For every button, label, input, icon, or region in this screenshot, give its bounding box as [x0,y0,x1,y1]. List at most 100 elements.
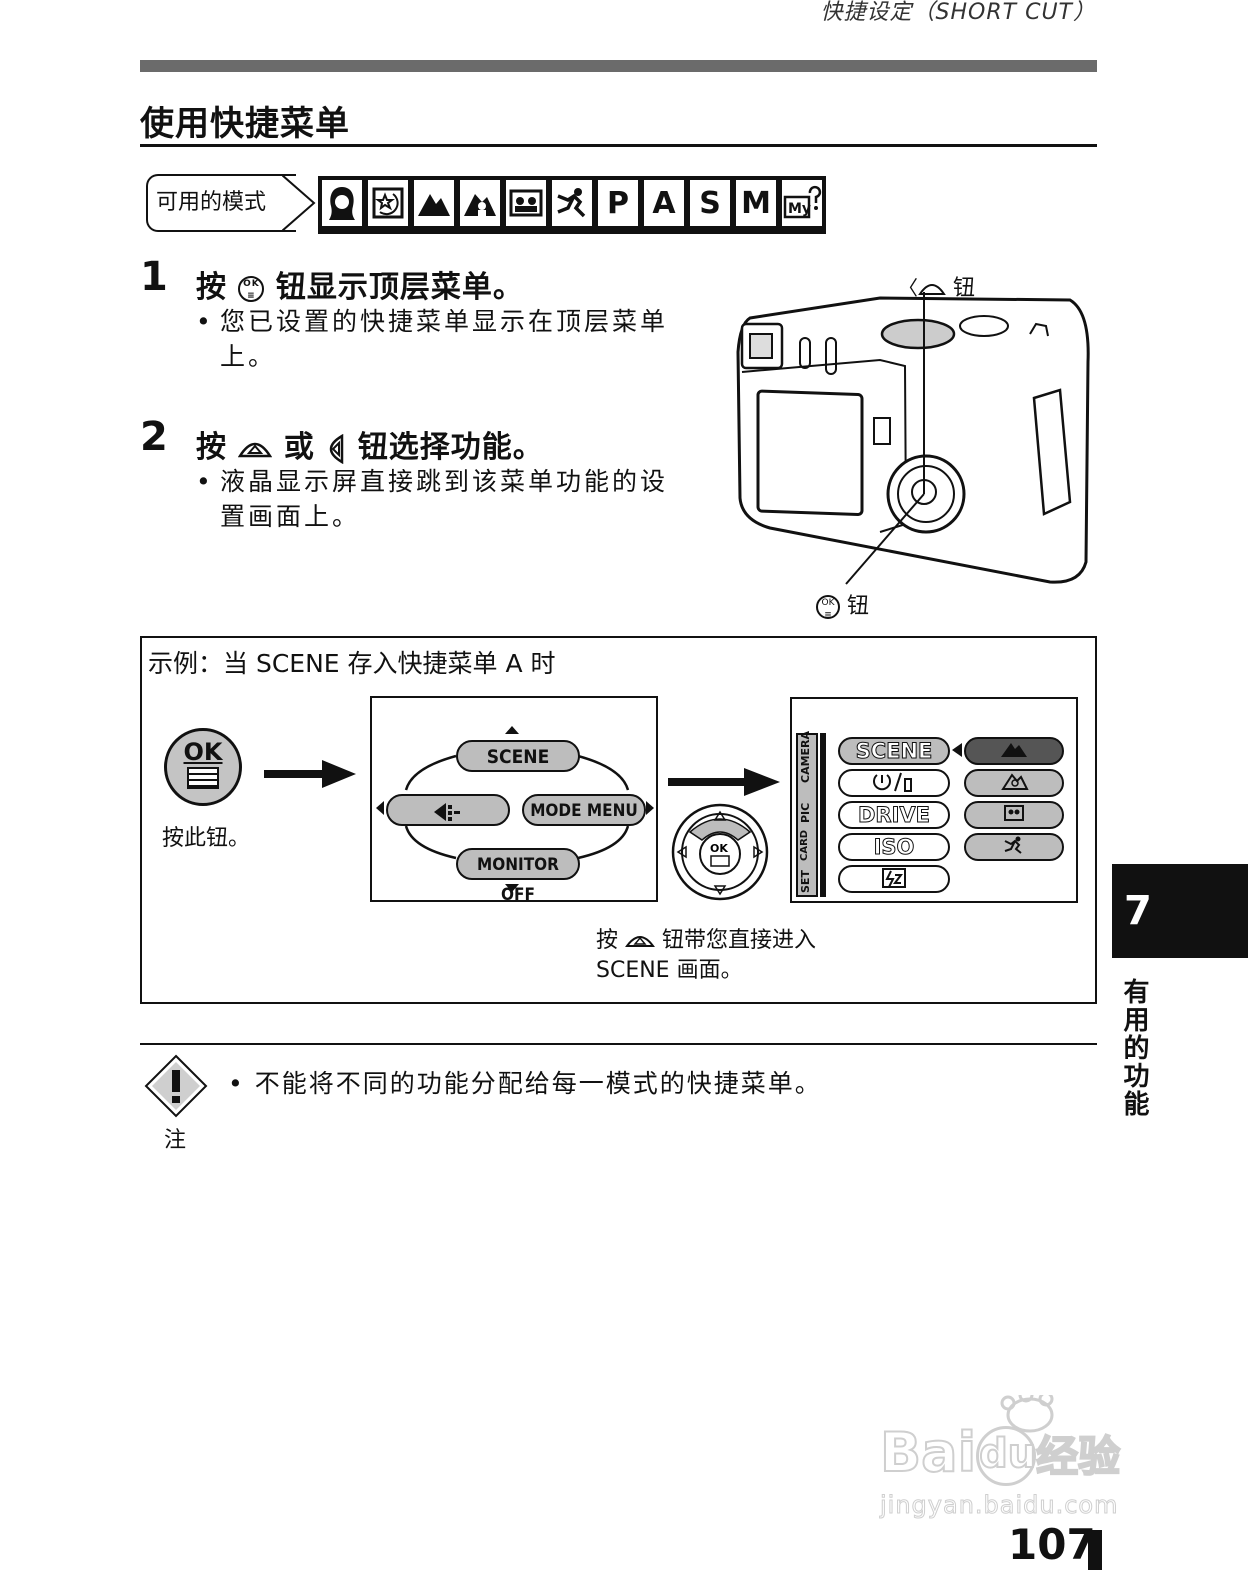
svg-text:My: My [788,201,811,217]
flash-compensation-icon [882,868,906,888]
self-portrait-mode-icon [504,178,548,228]
mode-m: M [734,178,778,228]
note-text-body: 不能将不同的功能分配给每一模式的快捷菜单。 [254,1069,822,1098]
note-separator [140,1043,1097,1045]
chapter-number-tab: 7 [1112,864,1248,958]
landscape-portrait-icon [1001,773,1029,790]
title-rule [140,144,1097,147]
baidu-watermark-logo: Baidu经验 jingyan.baidu.com [879,1387,1180,1525]
menu-left-item [386,794,510,826]
example-caption-line2: SCENE 画面。 [596,958,743,983]
watermark-brand2: du [976,1426,1037,1487]
menu-row-iso: ISO [838,833,950,861]
scroll-bar [820,733,826,897]
camera-label-bottom: OK≡ 钮 [816,588,869,620]
section-title: 使用快捷菜单 [140,104,350,144]
page-number-bar [1088,1530,1102,1570]
ok-button-large-icon: OK [164,728,242,806]
menu-row-drive: DRIVE [838,801,950,829]
camera-back-illustration [736,292,1090,585]
ok-menu-button-icon: OK≡ [816,595,840,620]
step-1-heading-post: 钮显示顶层菜单。 [275,270,524,305]
ok-menu-button-icon: OK≡ [238,275,265,302]
camera-label-top: 〈 钮 [898,276,976,301]
page-number: 107 [1008,1520,1096,1569]
menu-lines-icon [187,767,219,789]
mode-s: S [688,178,732,228]
menu-scene-item: SCENE [456,740,580,772]
top-rule [140,60,1097,72]
step-2-number: 2 [140,414,168,460]
tab-card: CARD [799,829,810,861]
step-2-body: • 液晶显示屏直接跳到该菜单功能的设置画面上。 [196,464,686,534]
self-portrait-icon [1004,805,1024,821]
chapter-title: 有用的功能 [1119,978,1149,1118]
portrait-mode-icon [320,178,364,228]
scene-sports-option [964,833,1064,861]
landscape-portrait-mode-icon [458,178,502,228]
menu-mode-menu-item: MODE MENU [522,794,646,826]
example-caption-line1: 按 钮带您直接进入 [596,926,816,956]
step-2-heading-pre: 按 [196,430,227,465]
up-arrow-button-icon [238,442,273,457]
night-scene-mode-icon [366,178,410,228]
step-2-heading: 按 或 钮选择功能。 [196,422,544,466]
note-label: 注 [164,1128,187,1153]
self-timer-icon [873,772,912,792]
available-modes-label: 可用的模式 [146,174,296,232]
image-quality-icon [434,802,460,821]
selection-arrow-icon [952,743,962,757]
left-arrow-button-icon [330,433,344,464]
up-arrow-button-icon [625,936,655,947]
running-head: 快捷设定（SHORT CUT） [820,0,1096,25]
modes-arrow-icon [282,174,316,232]
step-1-heading-pre: 按 [196,270,227,305]
step-1-heading: 按 OK≡ 钮显示顶层菜单。 [196,262,524,306]
note-text: • 不能将不同的功能分配给每一模式的快捷菜单。 [228,1069,822,1098]
menu-row-scene: SCENE [838,737,950,765]
example-caption-post: 钮带您直接进入 [662,928,817,953]
scene-landscape-portrait-option [964,769,1064,797]
arrow-right-icon [264,760,356,788]
caution-icon [144,1054,208,1118]
menu-row-selftimer [838,769,950,797]
step-1-number: 1 [140,254,168,300]
shortcut-menu-screen: SCENE MODE MENU MONITOR OFF [370,696,658,905]
ok-caption: 按此钮。 [162,826,251,851]
scene-menu-screen: CAMERA PIC CARD SET SCENE DRIVE ISO [790,697,1078,903]
landscape-mode-icon [412,178,456,228]
scene-self-portrait-option [964,801,1064,829]
example-box [140,636,1097,1004]
tab-set: SET [799,870,812,893]
menu-monitor-off-item: MONITOR OFF [456,848,580,905]
tab-camera: CAMERA [799,730,812,783]
menu-tab-strip: CAMERA PIC CARD SET [796,730,818,897]
scene-landscape-option [964,737,1064,765]
sports-icon [1004,836,1022,854]
step-1-body-text: 您已设置的快捷菜单显示在顶层菜单上。 [220,307,669,371]
tab-pic: PIC [799,802,812,823]
mode-p: P [596,178,640,228]
arrow-pad-icon: OK [671,803,769,901]
menu-row-flash [838,865,950,893]
step-2-heading-mid: 或 [283,430,315,465]
mode-a: A [642,178,686,228]
my-mode-icon: My [780,178,824,228]
ok-button-label: OK [183,738,223,766]
watermark-brand-cn: 经验 [1035,1431,1121,1482]
camera-label-top-text: 钮 [953,276,976,301]
sports-mode-icon [550,178,594,228]
example-caption-pre: 按 [596,928,619,953]
watermark-brand: Bai [879,1420,977,1485]
watermark-url: jingyan.baidu.com [879,1491,1119,1520]
example-title: 示例：当 SCENE 存入快捷菜单 A 时 [148,649,556,678]
up-arrow-button-icon [918,284,946,295]
arrow-right-icon [668,768,780,796]
example-caption: 按 钮带您直接进入 SCENE 画面。 [596,926,816,986]
step-2-body-text: 液晶显示屏直接跳到该菜单功能的设置画面上。 [220,467,669,531]
svg-text:OK: OK [710,842,728,855]
step-2-heading-post: 钮选择功能。 [357,430,544,465]
step-1-body: • 您已设置的快捷菜单显示在顶层菜单上。 [196,304,686,374]
landscape-icon [1001,743,1027,757]
camera-label-bottom-text: 钮 [847,594,870,619]
